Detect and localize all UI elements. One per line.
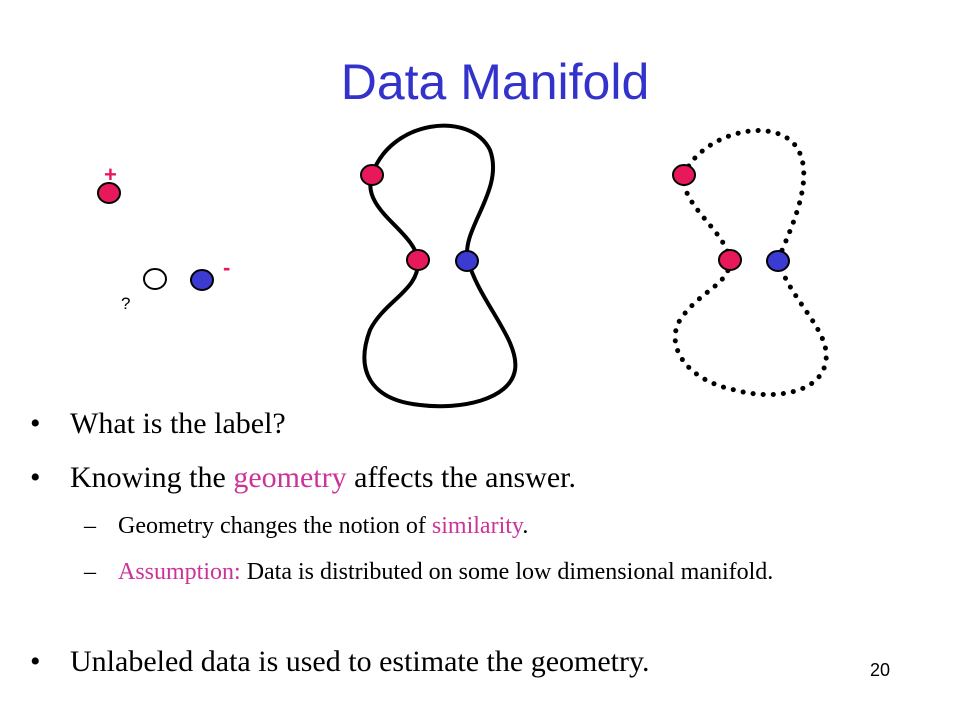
- bullet-marker: •: [30, 407, 41, 440]
- dotted-manifold-panel: [672, 128, 829, 397]
- sub-bullet-text: Geometry changes the notion of similarit…: [118, 510, 878, 542]
- dotted-manifold-curve: [672, 128, 829, 397]
- unknown-point: [143, 268, 167, 290]
- negative-point: [190, 269, 214, 291]
- sub-bullet-marker: –: [84, 559, 96, 585]
- page-number: 20: [870, 660, 891, 680]
- negative-point-neck: [455, 250, 479, 272]
- highlight-geometry: geometry: [233, 461, 347, 494]
- negative-point-neck: [766, 250, 790, 272]
- positive-point-upper: [672, 164, 696, 186]
- solid-manifold-curve: [362, 123, 518, 409]
- slide-title: Data Manifold: [340, 54, 650, 110]
- positive-point: [97, 182, 121, 204]
- solid-manifold-panel: [360, 123, 518, 409]
- plus-label: +: [104, 162, 117, 187]
- minus-label: -: [223, 255, 230, 280]
- positive-point-neck: [406, 249, 430, 271]
- bullet-text-end: affects the answer.: [346, 461, 576, 494]
- positive-point-upper: [360, 164, 384, 186]
- bullet-text: Unlabeled data is used to estimate the g…: [70, 645, 650, 678]
- bullet-marker: •: [30, 645, 41, 678]
- highlight-similarity: similarity: [431, 513, 523, 539]
- unknown-label: ?: [121, 294, 130, 313]
- sub-bullet-text-end: .: [522, 513, 529, 539]
- bullet-text-start: Knowing the: [70, 461, 234, 494]
- bullet-text: Knowing the geometry affects the answer.: [70, 460, 576, 496]
- bullet-text: What is the label?: [70, 407, 286, 440]
- sub-bullet-text-start: Geometry changes the notion of: [118, 513, 432, 539]
- isolated-points-panel: + - ?: [97, 162, 230, 313]
- sub-bullet-text-end: Data is distributed on some low dimensio…: [240, 559, 774, 585]
- sub-bullet-marker: –: [84, 513, 96, 539]
- positive-point-neck: [718, 249, 742, 271]
- highlight-assumption: Assumption:: [118, 559, 241, 585]
- bullet-marker: •: [30, 461, 41, 494]
- sub-bullet-text: Assumption: Data is distributed on some …: [118, 556, 878, 588]
